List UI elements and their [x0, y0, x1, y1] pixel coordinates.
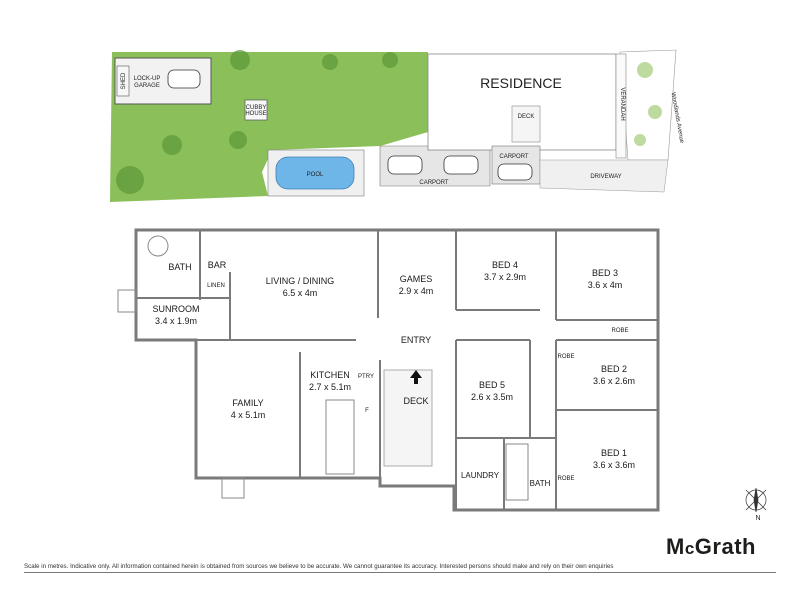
- room-pantry: PTRY: [358, 374, 374, 380]
- deck-floor: [383, 369, 433, 467]
- shed-label: SHED: [121, 72, 127, 89]
- room-bath: BATH: [168, 262, 191, 272]
- car-icon: [497, 163, 533, 181]
- cubby-label-line2: HOUSE: [245, 111, 266, 117]
- room-bed1-dims: 3.6 x 3.6m: [593, 460, 635, 470]
- room-bed2: BED 2: [601, 364, 627, 374]
- entry-arrow-icon: [410, 370, 422, 384]
- room-deck: DECK: [403, 396, 428, 406]
- room-bed3-dims: 3.6 x 4m: [588, 280, 623, 290]
- room-sunroom-dims: 3.4 x 1.9m: [155, 316, 197, 326]
- room-labels: BATH BAR LINEN LIVING / DINING 6.5 x 4m …: [153, 260, 636, 488]
- site-plan: SHED LOCK-UP GARAGE CUBBY HOUSE POOL CAR…: [110, 49, 685, 202]
- cubby-label-line1: CUBBY: [246, 105, 267, 111]
- room-bar: BAR: [208, 260, 227, 270]
- room-sunroom: SUNROOM: [153, 304, 200, 314]
- room-bed4-dims: 3.7 x 2.9m: [484, 272, 526, 282]
- verandah: [615, 53, 627, 159]
- room-bed2-dims: 3.6 x 2.6m: [593, 376, 635, 386]
- room-family: FAMILY: [232, 398, 263, 408]
- tree-icons: [116, 50, 662, 194]
- room-bed3: BED 3: [592, 268, 618, 278]
- disclaimer-text: Scale in metres. Indicative only. All in…: [24, 563, 614, 570]
- tree-icon: [382, 52, 398, 68]
- family-step: [221, 477, 245, 499]
- room-robe-bed3: ROBE: [611, 328, 628, 334]
- room-laundry: LAUNDRY: [461, 471, 500, 480]
- shed: [116, 65, 130, 97]
- driveway-label: DRIVEWAY: [590, 174, 621, 180]
- room-games: GAMES: [400, 274, 433, 284]
- garage-label-line2: GARAGE: [134, 83, 160, 89]
- tree-icon: [648, 105, 662, 119]
- tree-icon: [229, 131, 247, 149]
- tree-icon: [162, 135, 182, 155]
- footer-rule: [24, 572, 776, 573]
- room-bed5-dims: 2.6 x 3.5m: [471, 392, 513, 402]
- carport-main-label: CARPORT: [419, 180, 449, 186]
- room-living-dining-dims: 6.5 x 4m: [283, 288, 318, 298]
- car-icon: [387, 155, 423, 175]
- room-entry: ENTRY: [401, 335, 431, 345]
- bath-fixture: [147, 235, 169, 257]
- driveway: [539, 159, 669, 193]
- room-robe-bed1: ROBE: [557, 476, 574, 482]
- tree-icon: [322, 54, 338, 70]
- verandah-label: VERANDAH: [619, 87, 625, 120]
- garage-label-line1: LOCK-UP: [134, 76, 161, 82]
- room-fridge: F: [365, 408, 369, 414]
- deck-site: [511, 105, 541, 143]
- car-icon: [167, 69, 201, 89]
- bath-fixture: [505, 443, 529, 501]
- floor-plan: [117, 228, 660, 512]
- room-family-dims: 4 x 5.1m: [231, 410, 266, 420]
- car-icon: [443, 155, 479, 175]
- sunroom-bay: [117, 289, 137, 313]
- room-games-dims: 2.9 x 4m: [399, 286, 434, 296]
- tree-icon: [116, 166, 144, 194]
- room-linen: LINEN: [207, 283, 225, 289]
- tree-icon: [637, 62, 653, 78]
- tree-icon: [230, 50, 250, 70]
- compass-icon: [745, 487, 767, 513]
- room-bath2: BATH: [530, 479, 551, 488]
- pool: [275, 156, 355, 190]
- deck-site-label: DECK: [518, 114, 535, 120]
- carport-small-label: CARPORT: [499, 154, 529, 160]
- room-robe-bed2: ROBE: [557, 354, 574, 360]
- room-living-dining: LIVING / DINING: [266, 276, 335, 286]
- room-kitchen-dims: 2.7 x 5.1m: [309, 382, 351, 392]
- residence-label: RESIDENCE: [480, 75, 562, 91]
- pool-label: POOL: [307, 172, 324, 178]
- room-bed4: BED 4: [492, 260, 518, 270]
- cubby-house: [244, 99, 268, 121]
- room-bed5: BED 5: [479, 380, 505, 390]
- kitchen-bench: [325, 399, 355, 475]
- room-kitchen: KITCHEN: [310, 370, 350, 380]
- outer-wall: [134, 228, 660, 512]
- brand-logo: McGrath: [666, 534, 756, 559]
- room-bed1: BED 1: [601, 448, 627, 458]
- tree-icon: [634, 134, 646, 146]
- compass-north: N: [755, 515, 760, 522]
- street-label: Woodlands Avenue: [670, 92, 685, 144]
